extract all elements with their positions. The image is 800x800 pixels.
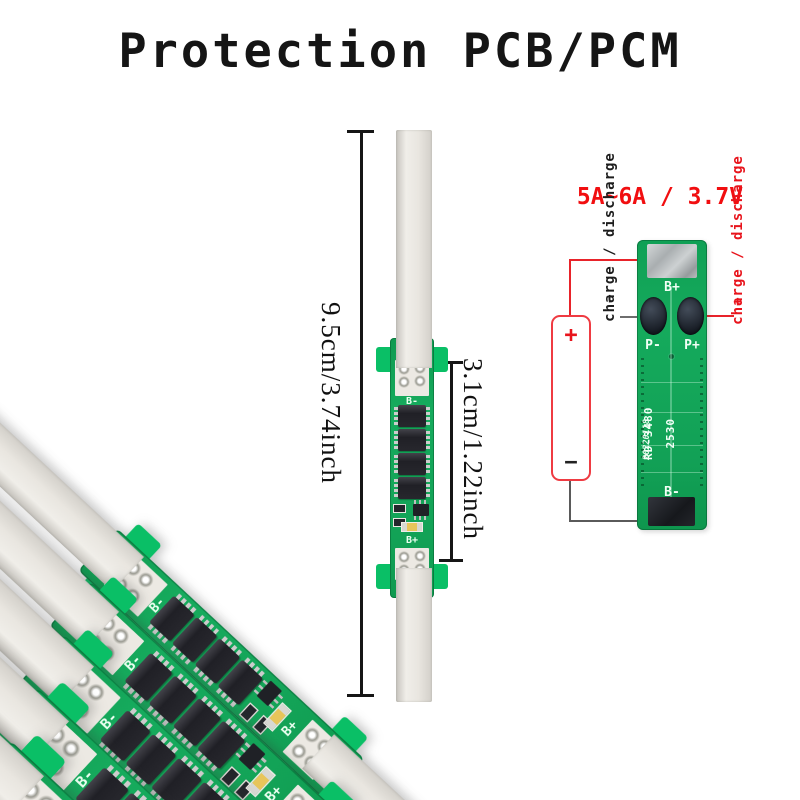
wire-negative-vertical (569, 480, 571, 522)
current-voltage-rating: 5A~6A / 3.7V (576, 184, 744, 210)
mosfet-chip (394, 453, 430, 475)
dimension-line-total (360, 131, 363, 697)
pcb-via-dots (700, 358, 703, 490)
wire-positive-horizontal (569, 259, 653, 261)
pcb-board: B- B+ (376, 338, 448, 598)
via-hole (668, 353, 675, 360)
dimension-cap (439, 559, 463, 562)
silk-label-b-minus: B- (405, 396, 419, 407)
charge-discharge-label-negative: charge / discharge − (602, 152, 618, 322)
battery-plus-sign: + (564, 323, 578, 348)
pcb-trace (641, 472, 703, 473)
nickel-strip-top (396, 130, 432, 368)
dimension-cap (347, 130, 374, 133)
wire-negative-horizontal (569, 520, 650, 522)
protection-ic (256, 680, 283, 707)
mosfet-chip (394, 405, 430, 427)
protection-ic (413, 500, 429, 520)
silk-label-p-minus: P- (645, 338, 661, 353)
silk-date-code: 20220118 (642, 419, 652, 460)
dimension-cap (347, 694, 374, 697)
dimension-cap (439, 361, 463, 364)
pcb-trace (641, 445, 703, 446)
connector-line-p-minus (620, 316, 653, 318)
fuse-component (401, 522, 423, 532)
protection-ic (238, 742, 266, 771)
page-title: Protection PCB/PCM (118, 24, 682, 79)
silk-label-b-plus: B+ (405, 535, 419, 546)
charge-discharge-sign: − (602, 293, 618, 303)
silk-label-b-minus: B- (664, 485, 680, 500)
solder-pad-p-minus (640, 297, 667, 335)
pcb-trace (670, 286, 672, 500)
silk-label-b-plus: B+ (664, 280, 680, 295)
resistor (393, 504, 406, 513)
dimension-label-board-length: 3.1cm/1.22inch (458, 358, 488, 540)
connector-line-p-plus (696, 315, 734, 317)
pcb-face: B- B+ (390, 338, 434, 598)
nickel-strip-bottom (396, 568, 432, 702)
battery-cell-symbol: + − (551, 315, 591, 481)
dimension-label-total-length: 9.5cm/3.74inch (316, 302, 346, 484)
solder-pad-b-plus (647, 244, 697, 278)
solder-pad-b-minus (648, 497, 695, 526)
pcb-back-view: B+ P- P+ RD-3480 20220118 2530 B- (637, 240, 707, 530)
battery-minus-sign: − (564, 450, 578, 475)
pcb-assembly: B- B+ (376, 130, 448, 702)
silk-batch-code: 2530 (664, 418, 677, 449)
pcb-via-dots (641, 358, 644, 490)
mosfet-chip (394, 477, 430, 499)
charge-discharge-sign: + (730, 296, 746, 306)
mosfet-chip (394, 429, 430, 451)
solder-pad-p-plus (677, 297, 704, 335)
pcb-trace (641, 382, 703, 383)
dimension-line-board (450, 362, 453, 562)
pcb-trace (641, 412, 703, 413)
wire-positive-vertical (569, 259, 571, 316)
silk-label-p-plus: P+ (684, 338, 700, 353)
